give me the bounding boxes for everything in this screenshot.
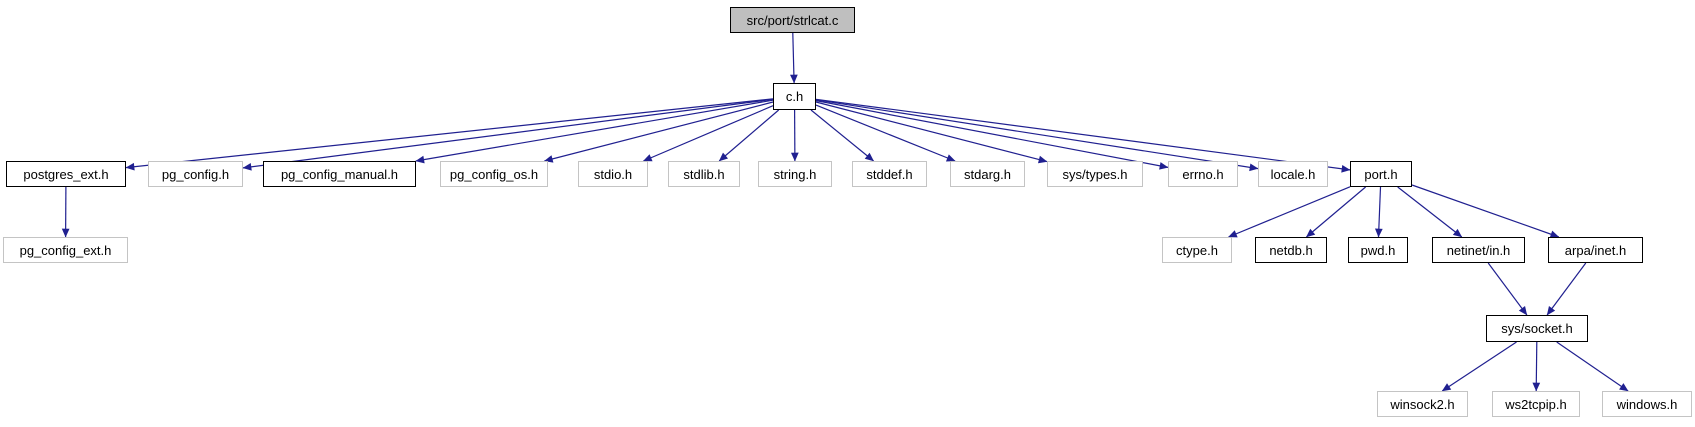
- graph-node-label: pg_config_os.h: [449, 166, 539, 182]
- graph-node-stddef_h: stddef.h: [852, 161, 927, 187]
- graph-node-label: stdio.h: [593, 166, 633, 182]
- edge-strlcat_c-to-c_h: [790, 32, 798, 84]
- graph-node-label: netdb.h: [1269, 242, 1313, 258]
- graph-node-label: sys/socket.h: [1501, 321, 1573, 336]
- graph-node-strlcat_c: src/port/strlcat.c: [730, 7, 855, 33]
- edge-port_h-to-netdb_h: [1306, 186, 1366, 238]
- edge-c_h-to-stdlib_h: [718, 109, 780, 162]
- edge-c_h-to-errno_h: [815, 100, 1169, 170]
- graph-node-locale_h: locale.h: [1258, 161, 1328, 187]
- graph-node-label: pg_config.h: [161, 166, 230, 182]
- graph-node-label: src/port/strlcat.c: [746, 12, 839, 28]
- graph-node-label: pwd.h: [1360, 242, 1396, 258]
- graph-node-label: winsock2.h: [1390, 396, 1455, 412]
- graph-node-label: netinet/in.h: [1446, 242, 1511, 258]
- graph-node-label: errno.h: [1182, 166, 1224, 182]
- graph-node-windows_h: windows.h: [1602, 391, 1692, 417]
- graph-node-sys_types_h: sys/types.h: [1047, 161, 1143, 187]
- graph-node-netdb_h[interactable]: netdb.h: [1255, 237, 1327, 263]
- graph-node-string_h: string.h: [758, 161, 832, 187]
- graph-node-stdlib_h: stdlib.h: [668, 161, 740, 187]
- graph-node-c_h[interactable]: c.h: [773, 83, 816, 110]
- graph-node-pg_config_os_h: pg_config_os.h: [440, 161, 548, 187]
- graph-node-ws2tcpip_h: ws2tcpip.h: [1492, 391, 1580, 417]
- graph-node-port_h[interactable]: port.h: [1350, 161, 1412, 187]
- graph-node-label: stddef.h: [866, 166, 913, 182]
- edge-c_h-to-stddef_h: [810, 109, 874, 162]
- edge-port_h-to-arpa_inet_h: [1411, 184, 1560, 238]
- edge-arpa_inet_h-to-sys_socket_h: [1546, 262, 1587, 316]
- graph-node-pg_config_manual_h[interactable]: pg_config_manual.h: [263, 161, 416, 187]
- graph-node-pg_config_ext_h: pg_config_ext.h: [3, 237, 128, 263]
- graph-node-label: postgres_ext.h: [23, 166, 109, 182]
- graph-node-label: pg_config_ext.h: [19, 242, 112, 258]
- edge-c_h-to-stdarg_h: [815, 104, 956, 162]
- edge-sys_socket_h-to-ws2tcpip_h: [1532, 341, 1541, 392]
- edge-c_h-to-postgres_ext_h: [125, 98, 774, 171]
- graph-node-sys_socket_h[interactable]: sys/socket.h: [1486, 315, 1588, 342]
- edge-c_h-to-locale_h: [815, 99, 1259, 172]
- graph-node-winsock2_h: winsock2.h: [1377, 391, 1468, 417]
- graph-node-label: ctype.h: [1176, 242, 1218, 258]
- graph-node-arpa_inet_h[interactable]: arpa/inet.h: [1548, 237, 1643, 263]
- edge-c_h-to-port_h: [815, 98, 1351, 173]
- edge-c_h-to-pg_config_h: [242, 98, 774, 171]
- graph-node-label: locale.h: [1270, 166, 1316, 182]
- graph-node-label: windows.h: [1616, 396, 1678, 412]
- edge-c_h-to-pg_config_manual_h: [415, 99, 774, 164]
- graph-node-label: sys/types.h: [1062, 166, 1128, 182]
- edge-port_h-to-netinet_in_h: [1397, 186, 1463, 238]
- graph-node-label: stdarg.h: [964, 166, 1011, 182]
- graph-node-label: pg_config_manual.h: [280, 166, 399, 182]
- graph-node-netinet_in_h[interactable]: netinet/in.h: [1432, 237, 1525, 263]
- edge-c_h-to-stdio_h: [642, 105, 774, 162]
- graph-node-pwd_h[interactable]: pwd.h: [1348, 237, 1408, 263]
- edge-netinet_in_h-to-sys_socket_h: [1487, 262, 1528, 316]
- graph-node-label: stdlib.h: [683, 166, 725, 182]
- graph-node-label: arpa/inet.h: [1564, 242, 1627, 258]
- graph-node-stdio_h: stdio.h: [578, 161, 648, 187]
- graph-node-label: port.h: [1364, 166, 1398, 182]
- graph-node-postgres_ext_h[interactable]: postgres_ext.h: [6, 161, 126, 187]
- graph-node-label: ws2tcpip.h: [1505, 396, 1567, 412]
- edge-sys_socket_h-to-winsock2_h: [1441, 341, 1517, 392]
- edge-port_h-to-pwd_h: [1374, 186, 1383, 238]
- graph-node-label: string.h: [773, 166, 817, 182]
- graph-node-label: c.h: [785, 89, 804, 104]
- edge-c_h-to-pg_config_os_h: [543, 101, 774, 163]
- edge-c_h-to-sys_types_h: [815, 101, 1048, 164]
- graph-node-pg_config_h: pg_config.h: [148, 161, 243, 187]
- graph-node-ctype_h: ctype.h: [1162, 237, 1232, 263]
- edge-port_h-to-ctype_h: [1228, 186, 1351, 238]
- edge-sys_socket_h-to-windows_h: [1556, 341, 1629, 392]
- graph-node-stdarg_h: stdarg.h: [950, 161, 1025, 187]
- graph-node-errno_h: errno.h: [1168, 161, 1238, 187]
